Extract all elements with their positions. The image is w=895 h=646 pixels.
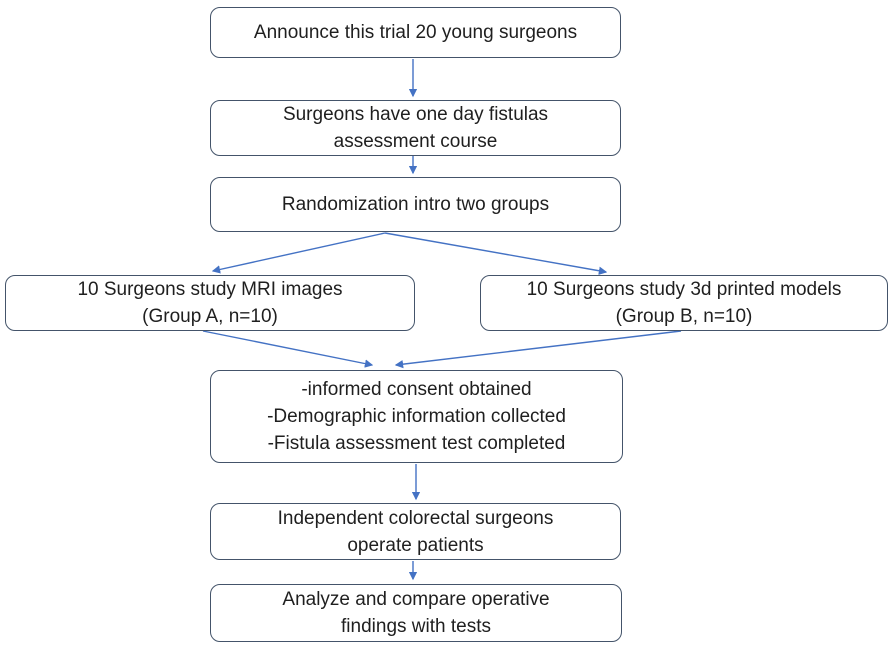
flow-step-operate: Independent colorectal surgeons operate … xyxy=(210,503,621,560)
flow-step-randomization: Randomization intro two groups xyxy=(210,177,621,232)
flow-step-label: operate patients xyxy=(347,534,484,556)
flow-step-assessment-course: Surgeons have one day fistulas assessmen… xyxy=(210,100,621,156)
flow-step-announce: Announce this trial 20 young surgeons xyxy=(210,7,621,58)
flow-step-label: (Group A, n=10) xyxy=(142,306,278,327)
flow-step-group-a: 10 Surgeons study MRI images (Group A, n… xyxy=(5,275,415,331)
flow-step-label: Analyze and compare operative xyxy=(282,589,550,610)
flow-step-label: 10 Surgeons study MRI images xyxy=(77,279,343,300)
flow-step-label: Randomization intro two groups xyxy=(281,194,550,215)
flow-step-label: (Group B, n=10) xyxy=(615,306,753,327)
flow-step-label: Announce this trial 20 young surgeons xyxy=(253,22,578,43)
flow-step-label: -Fistula assessment test completed xyxy=(267,433,566,454)
flow-step-label: -informed consent obtained xyxy=(301,379,532,400)
edge-randomization-to-group-b xyxy=(384,232,608,275)
flow-step-label: Surgeons have one day fistulas xyxy=(282,104,549,125)
flow-step-analyze: Analyze and compare operative findings w… xyxy=(210,584,622,642)
edge-randomization-to-group-a xyxy=(211,232,386,274)
flow-step-group-b: 10 Surgeons study 3d printed models (Gro… xyxy=(480,275,888,331)
edge-group-b-to-data-collection xyxy=(394,330,682,369)
flow-step-label: 10 Surgeons study 3d printed models xyxy=(526,279,842,300)
flow-step-label: findings with tests xyxy=(341,616,491,637)
edge-group-a-to-data-collection xyxy=(202,330,374,368)
flow-step-data-collection: -informed consent obtained -Demographic … xyxy=(210,370,623,463)
flow-step-label: -Demographic information collected xyxy=(267,406,566,427)
flow-step-label: assessment course xyxy=(333,131,498,152)
flow-step-label: Independent colorectal surgeons xyxy=(277,507,554,529)
